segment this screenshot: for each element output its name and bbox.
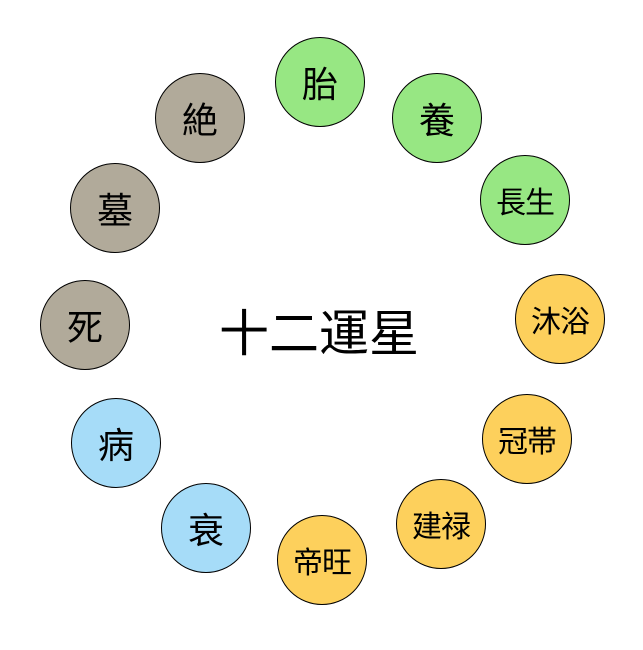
star-circle-byou: 病 (71, 398, 161, 488)
star-circle-you: 養 (392, 73, 482, 163)
star-circle-mokuyoku: 沐浴 (515, 274, 605, 364)
star-circle-teiou: 帝旺 (277, 515, 367, 605)
star-circle-kantai: 冠帯 (482, 394, 572, 484)
star-circle-kenroku: 建禄 (396, 479, 486, 569)
star-circle-zetsu: 絶 (155, 73, 245, 163)
diagram-title: 十二運星 (219, 305, 419, 363)
star-circle-sui: 衰 (161, 483, 251, 573)
star-circle-chousei: 長生 (480, 155, 570, 245)
star-circle-bo: 墓 (70, 163, 160, 253)
star-circle-shi: 死 (40, 280, 130, 370)
star-circle-tai: 胎 (275, 37, 365, 127)
